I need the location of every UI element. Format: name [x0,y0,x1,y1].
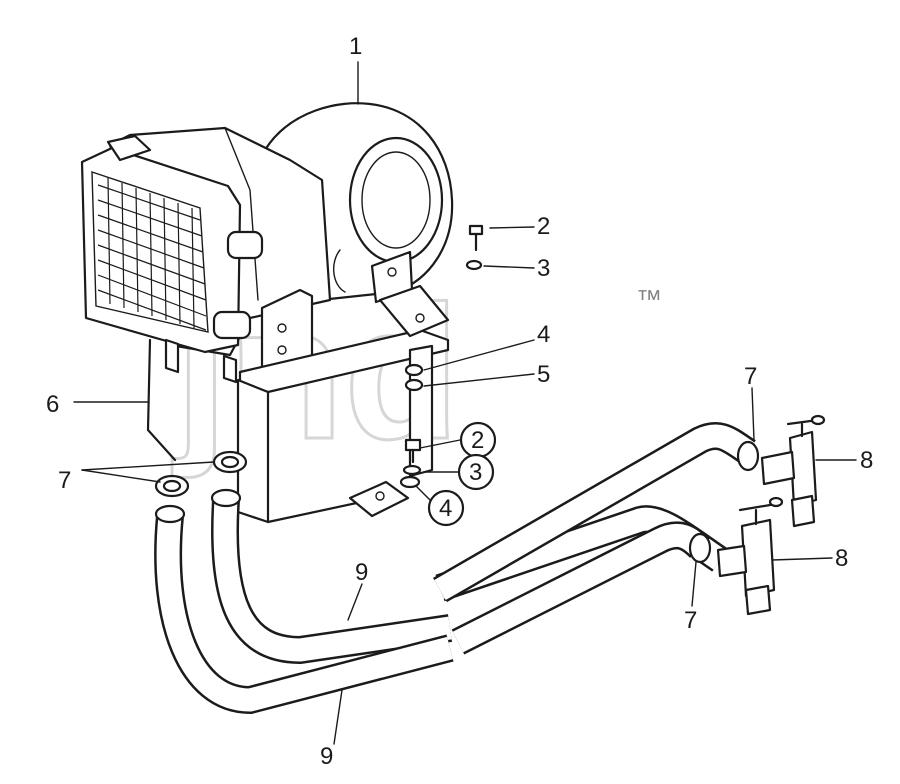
support-rod [146,338,177,462]
fastener-set [399,224,484,489]
callout-2-upper: 2 [537,213,550,240]
grille-pattern [97,177,207,331]
callout-9-upper: 9 [355,559,368,586]
drain-valve-lower [716,496,784,616]
mounting-bracket [236,250,450,524]
callout-labels: 1 2 3 4 5 6 7 7 7 8 8 9 9 2 3 4 [46,33,873,770]
hose-clamps-right [688,440,760,564]
callout-5: 5 [537,361,550,388]
callout-8-upper: 8 [860,447,873,474]
callout-3-upper: 3 [537,255,550,282]
callout-7-left: 7 [58,467,71,494]
callout-2-circled: 2 [471,427,484,454]
callout-7-right-lower: 7 [684,607,697,634]
callout-7-right-upper: 7 [744,363,757,390]
callout-4-circled: 4 [439,495,452,522]
hose-clamps-left [154,450,248,498]
heater-unit [80,102,454,384]
callout-8-lower: 8 [835,545,848,572]
callout-4-upper: 4 [537,321,550,348]
drain-valve-upper [760,414,826,528]
callout-9-lower: 9 [320,743,333,770]
trademark-symbol: ™ [636,284,662,314]
callout-1: 1 [349,33,362,60]
callout-circles [427,421,497,527]
callout-6: 6 [46,391,59,418]
callout-3-circled: 3 [469,459,482,486]
